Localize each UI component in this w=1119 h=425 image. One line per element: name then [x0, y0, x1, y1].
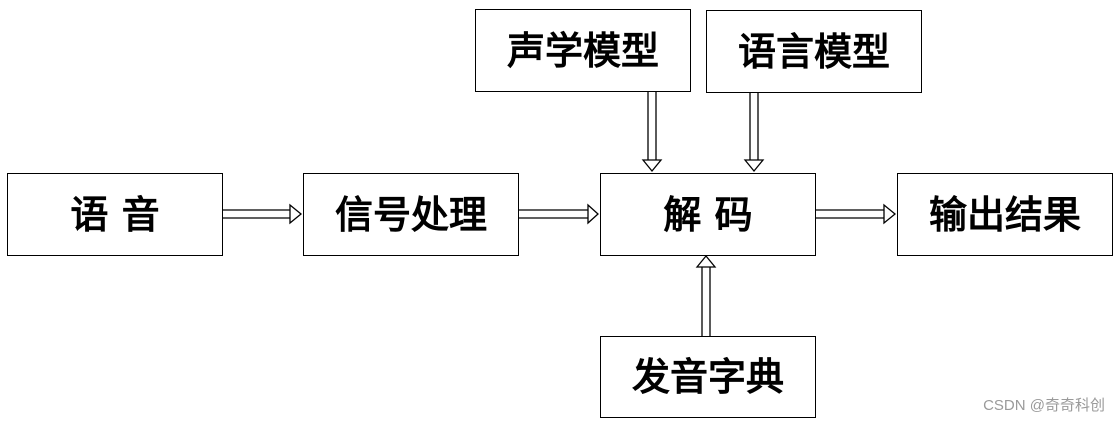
arrow-speech-to-signal	[222, 203, 303, 225]
node-language-model-label: 语言模型	[737, 29, 890, 74]
node-acoustic-model: 声学模型	[475, 9, 691, 92]
arrow-signal-to-decoding	[519, 203, 599, 225]
node-language-model: 语言模型	[706, 10, 922, 93]
node-output: 输出结果	[897, 173, 1113, 256]
node-output-label: 输出结果	[928, 192, 1081, 237]
node-speech-label: 语 音	[70, 192, 160, 237]
node-acoustic-model-label: 声学模型	[506, 28, 659, 73]
arrow-dict-to-decoding	[695, 254, 717, 336]
node-signal-processing: 信号处理	[303, 173, 519, 256]
node-signal-processing-label: 信号处理	[334, 192, 487, 237]
node-decoding: 解 码	[600, 173, 816, 256]
node-pronunciation-dict: 发音字典	[600, 336, 816, 418]
node-decoding-label: 解 码	[663, 192, 753, 237]
arrow-language-to-decoding	[743, 93, 765, 173]
watermark: CSDN @奇奇科创	[983, 397, 1105, 414]
arrow-decoding-to-output	[816, 203, 897, 225]
arrow-acoustic-to-decoding	[641, 92, 663, 173]
node-speech: 语 音	[7, 173, 223, 256]
node-pronunciation-dict-label: 发音字典	[631, 355, 784, 399]
